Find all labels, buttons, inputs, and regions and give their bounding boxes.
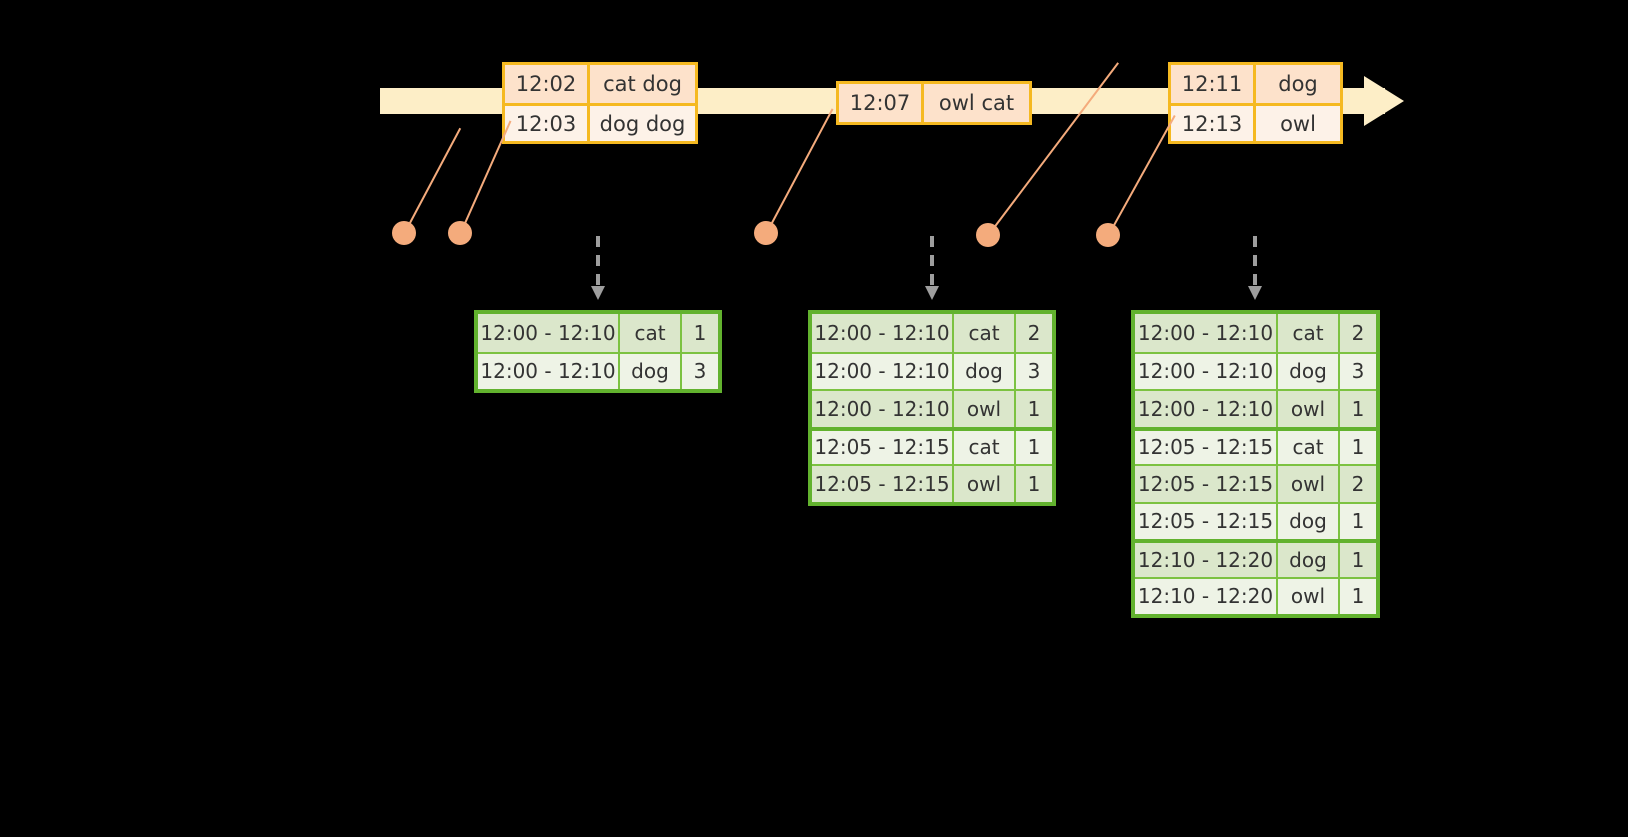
timeline-marker-dot [976, 223, 1000, 247]
cell-window: 12:05 - 12:15 [812, 430, 954, 464]
cell-window: 12:00 - 12:10 [478, 314, 620, 352]
cell-count: 3 [1027, 359, 1041, 384]
table-row: 12:00 - 12:10 dog 3 [1135, 351, 1376, 389]
cell-window: 12:00 - 12:10 [1135, 314, 1278, 352]
event-box-3: 12:11 dog 12:13 owl [1168, 62, 1343, 144]
timeline-arrowhead-icon [1364, 76, 1404, 126]
cell-count: 3 [1351, 359, 1365, 384]
event-value: owl cat [938, 91, 1015, 115]
cell-count: 1 [1027, 435, 1041, 460]
table-row: 12:10 - 12:20 owl 1 [1135, 576, 1376, 614]
cell-window: 12:10 - 12:20 [1135, 543, 1278, 577]
cell-count: 2 [1351, 471, 1365, 496]
cell-window: 12:00 - 12:10 [812, 391, 954, 427]
timeline-marker-dot [1096, 223, 1120, 247]
cell-window: 12:00 - 12:10 [478, 353, 620, 389]
timeline-marker-dot [754, 221, 778, 245]
connector-line-5 [1108, 115, 1176, 235]
cell-key: dog [1278, 503, 1340, 539]
cell-count: 2 [1351, 320, 1365, 345]
cell-count: 1 [1027, 471, 1041, 496]
cell-count: 1 [1351, 509, 1365, 534]
cell-key: owl [1278, 391, 1340, 427]
event-value: dog dog [599, 111, 686, 136]
timeline-marker-dot [392, 221, 416, 245]
cell-key: dog [1278, 543, 1340, 577]
cell-count: 1 [1351, 584, 1365, 609]
cell-count: 1 [1351, 547, 1365, 572]
table-row: 12:00 - 12:10 cat 1 [478, 314, 718, 352]
connector-line-1 [404, 127, 462, 233]
event-time: 12:03 [505, 106, 590, 141]
cell-key: dog [1278, 353, 1340, 389]
table-row: 12:05 - 12:15 dog 1 [1135, 501, 1376, 539]
timeline-marker-dot [448, 221, 472, 245]
cell-window: 12:05 - 12:15 [1135, 430, 1278, 464]
cell-key: owl [954, 391, 1016, 427]
cell-count: 3 [693, 359, 707, 384]
result-table-1: 12:00 - 12:10 cat 1 12:00 - 12:10 dog 3 [474, 310, 722, 393]
cell-window: 12:05 - 12:15 [1135, 466, 1278, 502]
event-value: dog [1278, 72, 1318, 96]
cell-count: 1 [1351, 435, 1365, 460]
table-row: 12:00 - 12:10 dog 3 [478, 351, 718, 389]
connector-line-3 [766, 108, 834, 233]
event-row: 12:02 cat dog [505, 65, 695, 103]
table-row: 12:00 - 12:10 owl 1 [1135, 389, 1376, 427]
cell-count: 1 [1027, 396, 1041, 421]
table-row: 12:05 - 12:15 cat 1 [1135, 426, 1376, 464]
table-row: 12:05 - 12:15 owl 1 [812, 464, 1052, 502]
event-time: 12:07 [839, 84, 924, 122]
cell-key: cat [954, 314, 1016, 352]
table-row: 12:10 - 12:20 dog 1 [1135, 539, 1376, 577]
cell-key: cat [620, 314, 682, 352]
cell-key: owl [1278, 466, 1340, 502]
table-row: 12:00 - 12:10 owl 1 [812, 389, 1052, 427]
event-row: 12:11 dog [1171, 65, 1340, 103]
cell-window: 12:05 - 12:15 [812, 466, 954, 502]
result-table-3: 12:00 - 12:10 cat 2 12:00 - 12:10 dog 3 … [1131, 310, 1380, 618]
event-row: 12:03 dog dog [505, 103, 695, 141]
event-value: owl [1280, 111, 1316, 136]
cell-window: 12:00 - 12:10 [1135, 391, 1278, 427]
cell-count: 1 [1351, 396, 1365, 421]
cell-key: dog [954, 353, 1016, 389]
event-box-1: 12:02 cat dog 12:03 dog dog [502, 62, 698, 144]
cell-key: dog [620, 353, 682, 389]
table-row: 12:00 - 12:10 cat 2 [812, 314, 1052, 352]
event-time: 12:11 [1171, 65, 1256, 103]
event-row: 12:07 owl cat [839, 84, 1029, 122]
table-row: 12:00 - 12:10 cat 2 [1135, 314, 1376, 352]
cell-key: cat [1278, 430, 1340, 464]
cell-window: 12:00 - 12:10 [1135, 353, 1278, 389]
result-table-2: 12:00 - 12:10 cat 2 12:00 - 12:10 dog 3 … [808, 310, 1056, 506]
cell-count: 2 [1027, 320, 1041, 345]
event-time: 12:02 [505, 65, 590, 103]
event-box-2: 12:07 owl cat [836, 81, 1032, 125]
cell-window: 12:00 - 12:10 [812, 353, 954, 389]
cell-key: owl [1278, 578, 1340, 614]
connector-line-2 [460, 120, 512, 233]
cell-key: cat [1278, 314, 1340, 352]
event-value: cat dog [603, 72, 682, 96]
cell-key: cat [954, 430, 1016, 464]
cell-key: owl [954, 466, 1016, 502]
cell-window: 12:05 - 12:15 [1135, 503, 1278, 539]
event-row: 12:13 owl [1171, 103, 1340, 141]
event-time: 12:13 [1171, 106, 1256, 141]
table-row: 12:05 - 12:15 owl 2 [1135, 464, 1376, 502]
cell-count: 1 [693, 320, 707, 345]
table-row: 12:05 - 12:15 cat 1 [812, 426, 1052, 464]
cell-window: 12:10 - 12:20 [1135, 578, 1278, 614]
table-row: 12:00 - 12:10 dog 3 [812, 351, 1052, 389]
cell-window: 12:00 - 12:10 [812, 314, 954, 352]
